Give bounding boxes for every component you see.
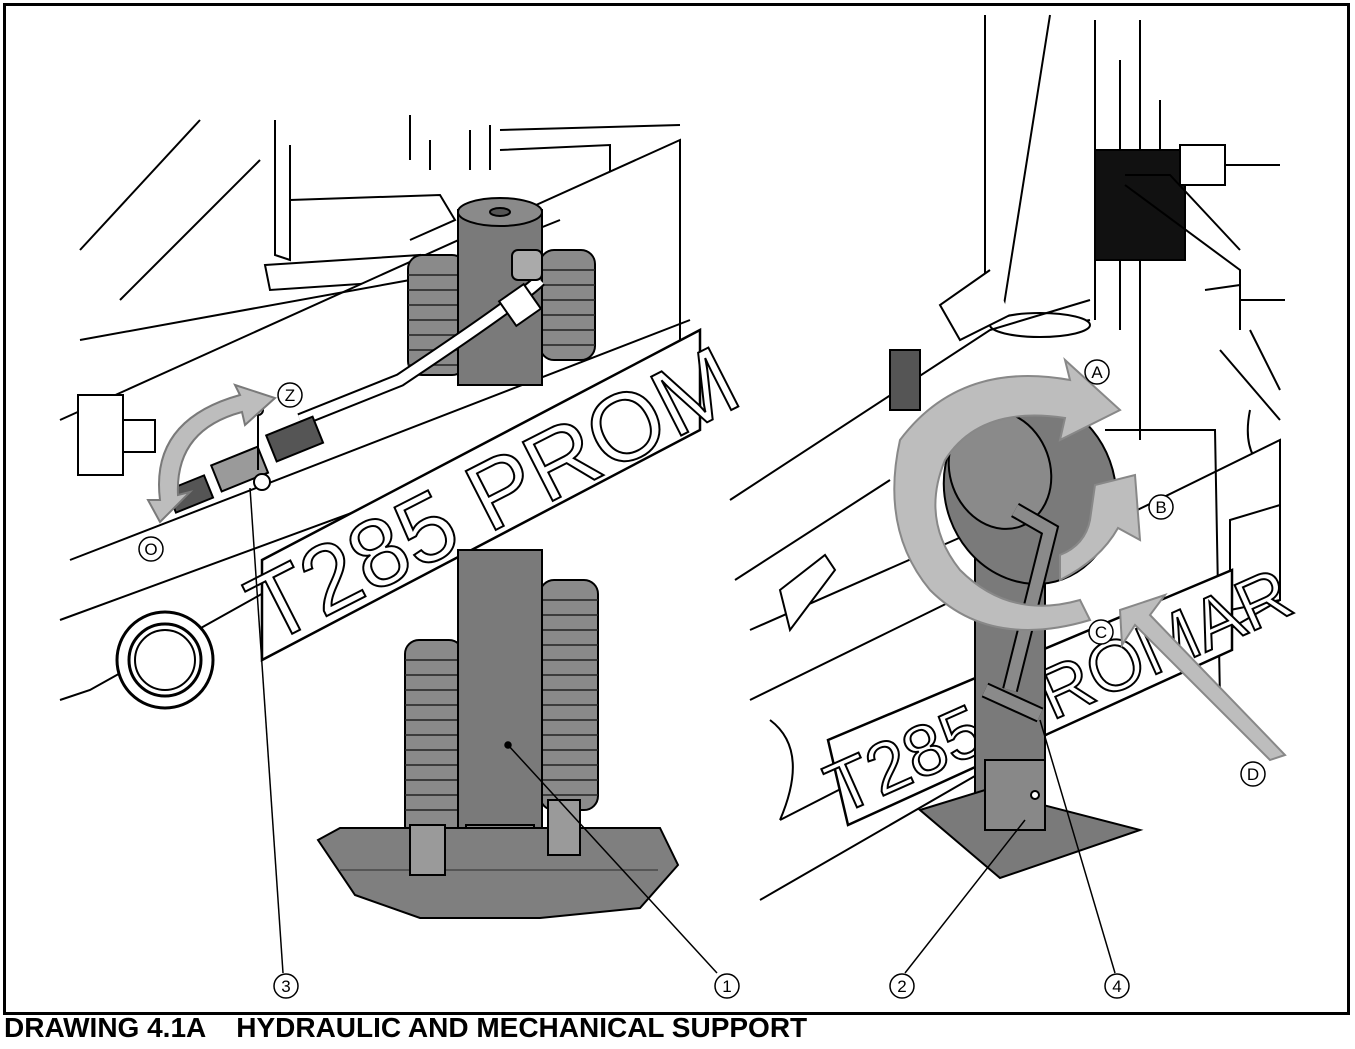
- caption-number: DRAWING 4.1A: [4, 1012, 207, 1043]
- callout-A: A: [1084, 359, 1110, 385]
- callout-O-label: O: [144, 540, 157, 559]
- callouts: 1 2 3 4 A B C D: [138, 359, 1266, 999]
- callout-3-label: 3: [281, 977, 290, 996]
- callout-4-label: 4: [1112, 977, 1121, 996]
- callout-B-label: B: [1155, 498, 1166, 517]
- callout-Z-label: Z: [285, 386, 295, 405]
- hydraulic-jack: [316, 197, 680, 919]
- callout-O: O: [138, 536, 164, 562]
- callout-1-label: 1: [722, 977, 731, 996]
- drawing-frame: [3, 3, 1350, 1015]
- technical-drawing: T285 PROM: [59, 14, 1304, 999]
- callout-2: 2: [889, 973, 915, 999]
- valve-rotation-arrow: [146, 383, 277, 524]
- callout-A-label: A: [1091, 363, 1103, 382]
- callout-D: D: [1240, 761, 1266, 787]
- callout-2-label: 2: [897, 977, 906, 996]
- crank-rotation-arrows: [893, 357, 1287, 762]
- callout-Z: Z: [277, 382, 303, 408]
- right-spring: [539, 249, 599, 811]
- callout-3: 3: [273, 973, 299, 999]
- figure-caption: DRAWING 4.1A HYDRAULIC AND MECHANICAL SUP…: [4, 1012, 807, 1044]
- callout-1: 1: [714, 973, 740, 999]
- callout-B: B: [1148, 494, 1174, 520]
- callout-C-label: C: [1095, 623, 1107, 642]
- caption-title: HYDRAULIC AND MECHANICAL SUPPORT: [236, 1012, 808, 1043]
- leader-lines: [249, 487, 1116, 974]
- mechanical-jack: [917, 395, 1144, 880]
- callout-4: 4: [1104, 973, 1130, 999]
- callout-D-label: D: [1247, 765, 1259, 784]
- callout-C: C: [1088, 619, 1114, 645]
